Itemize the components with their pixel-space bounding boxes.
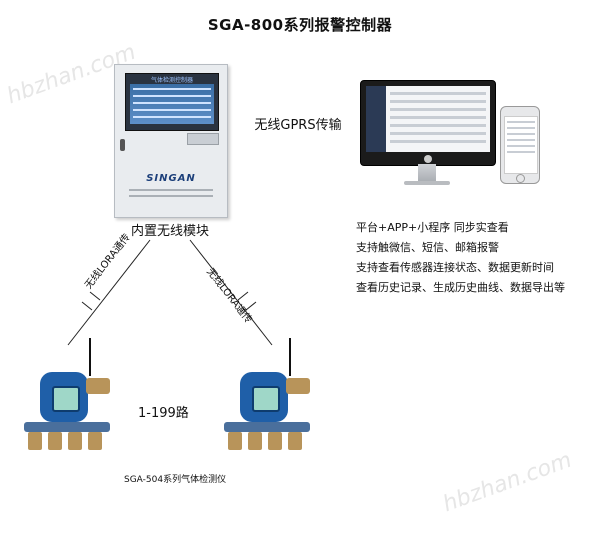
cable-gland-icon [28,432,42,450]
channel-label: 1-199路 [138,402,189,421]
antenna-icon [89,338,91,376]
sensor-head [86,378,110,394]
cable-gland-icon [268,432,282,450]
sensor-caption: SGA-504系列气体检测仪 [124,472,226,485]
cable-gland-icon [48,432,62,450]
detector-manifold [224,422,310,432]
detector-body [40,372,88,422]
detector-body [240,372,288,422]
cable-gland-icon [248,432,262,450]
cable-gland-icon [68,432,82,450]
detector-display [52,386,80,412]
detector-display [252,386,280,412]
antenna-icon [289,338,291,376]
signal-tick [82,302,92,310]
cable-gland-icon [228,432,242,450]
gas-detector-left [20,338,120,458]
detector-manifold [24,422,110,432]
cable-gland-icon [288,432,302,450]
cable-gland-icon [88,432,102,450]
sensor-head [286,378,310,394]
gas-detector-right [220,338,320,458]
signal-tick [90,292,100,300]
